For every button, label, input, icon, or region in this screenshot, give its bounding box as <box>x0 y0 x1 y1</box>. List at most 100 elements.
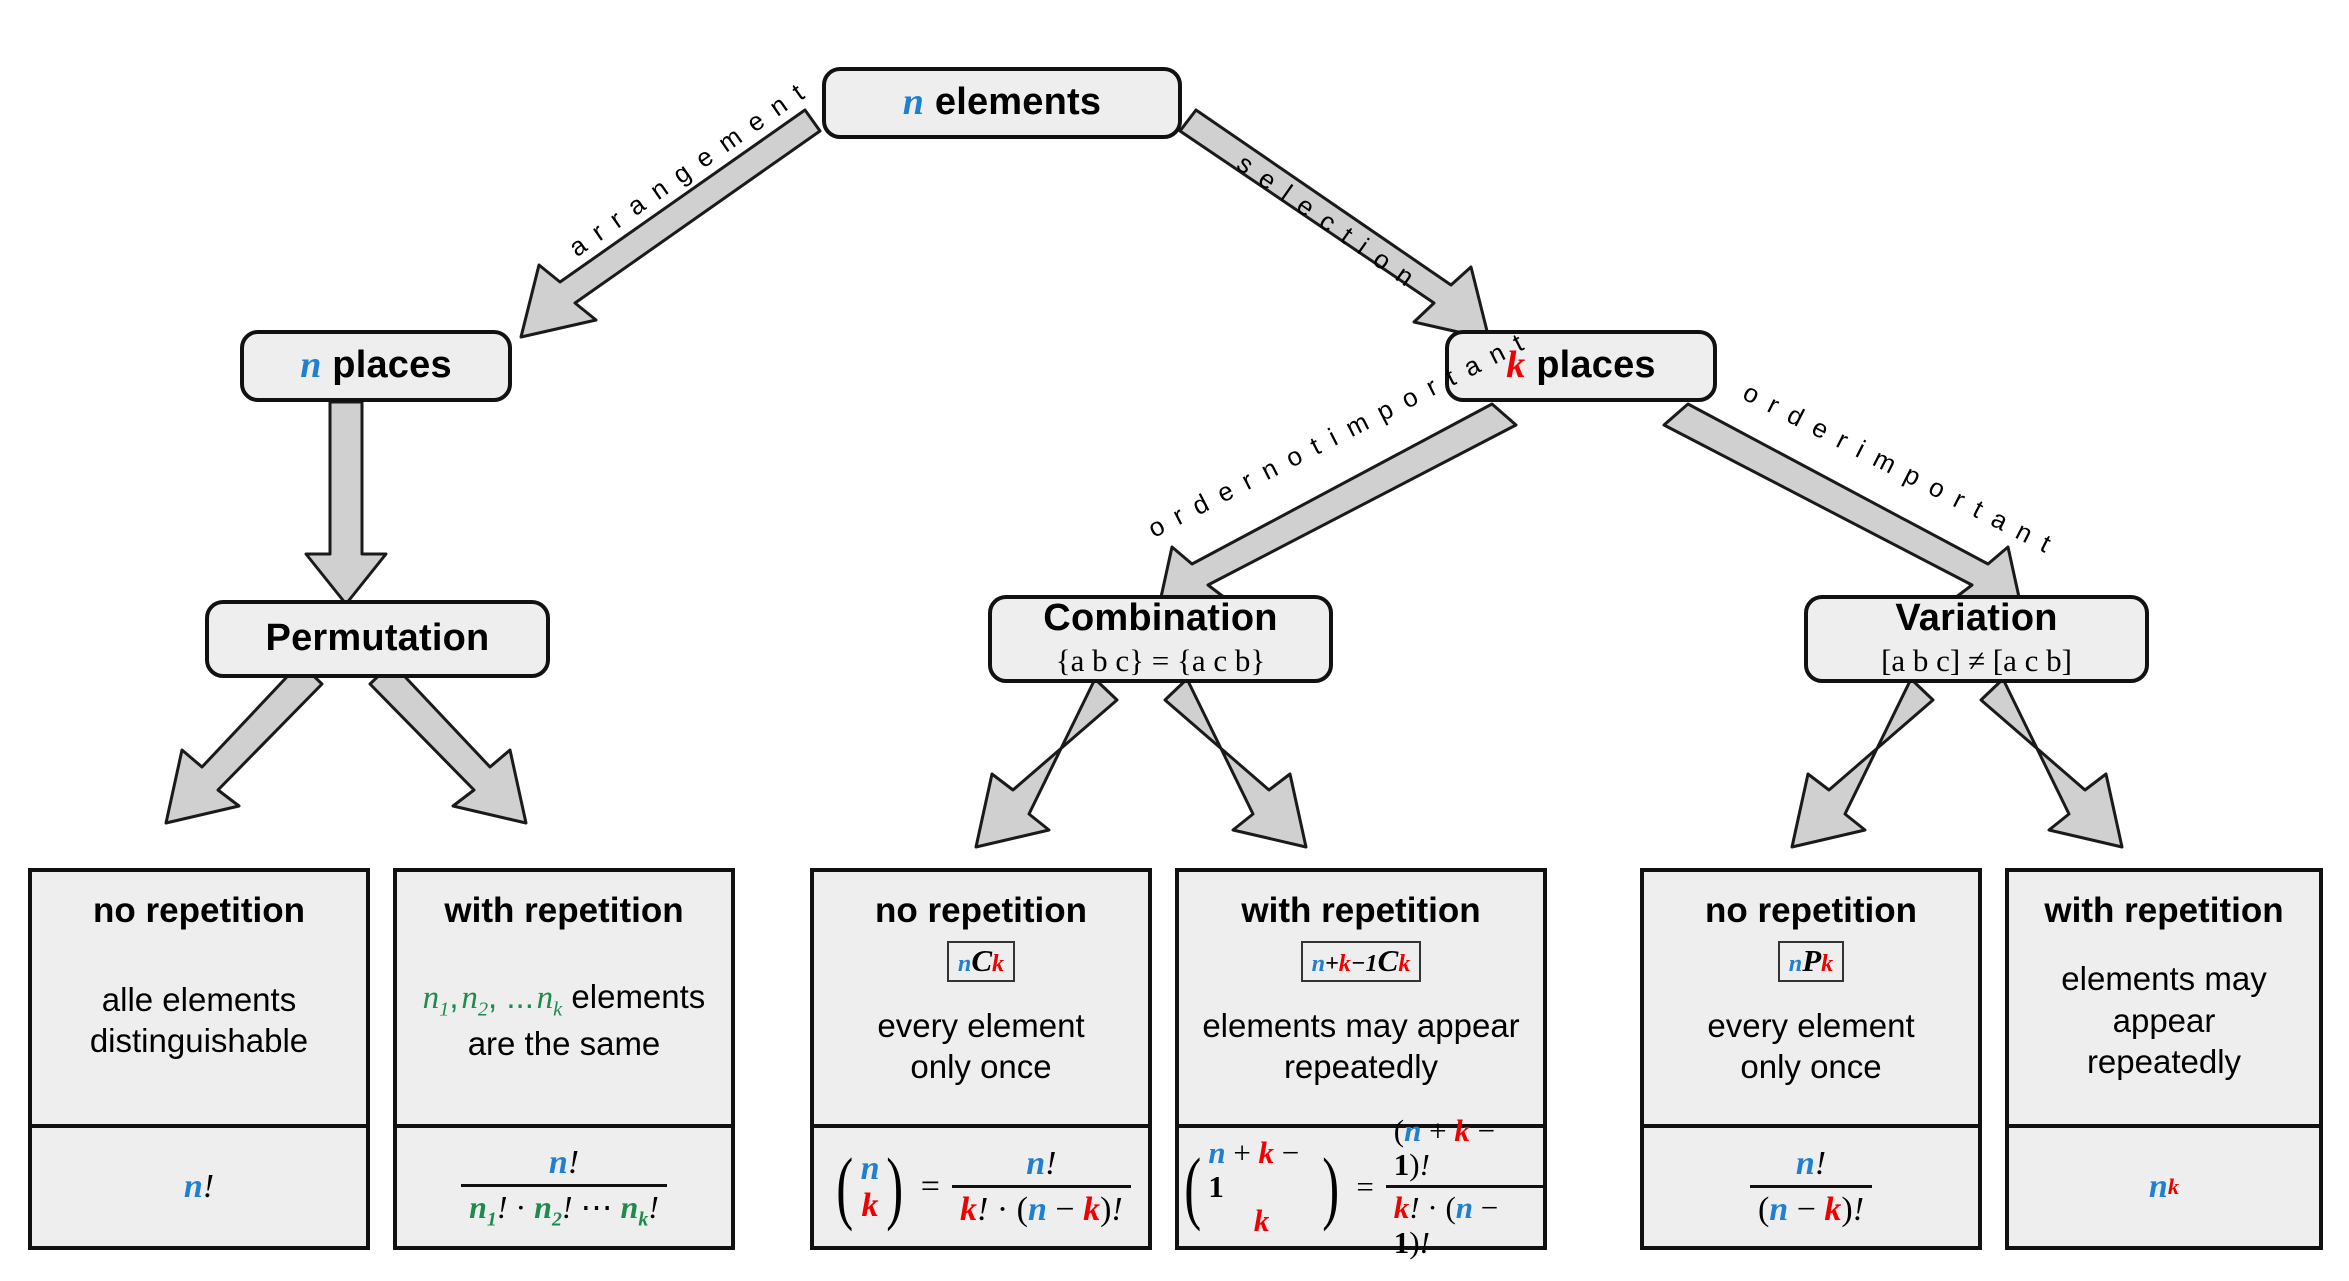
symbol-k: k <box>1506 344 1526 387</box>
fraction-denominator: k! · (n − 1)! <box>1385 1185 1543 1260</box>
binomial-coefficient: ( n + k − 1 k ) <box>1184 1134 1340 1239</box>
symbol-k-exponent: k <box>2167 1174 2180 1199</box>
leaf-top: no repetition nCk every element only onc… <box>814 872 1148 1124</box>
symbol-sub-k: k <box>553 998 563 1021</box>
leaf-card-permutation-with-repetition[interactable]: with repetition n1, n2, ... nk elements … <box>393 868 735 1250</box>
fraction-numerator: n! <box>1026 1144 1057 1182</box>
node-n-elements-text: elements <box>924 81 1102 124</box>
leaf-top: with repetition elements may appear repe… <box>2009 872 2319 1124</box>
leaf-description: n1, n2, ... nk elements are the same <box>397 976 731 1078</box>
leaf-formula: n! n1! · n2! ⋯ nk! <box>397 1124 731 1246</box>
symbol-n2: n <box>461 980 478 1017</box>
edge-label-order-not-important: o r d e r n o t i m p o r t a n t <box>1142 326 1531 544</box>
symbol-sub-1: 1 <box>439 998 450 1021</box>
edge-label-order-important: o r d e r i m p o r t a n t <box>1738 376 2059 560</box>
fraction-numerator: (n + k − 1)! <box>1393 1112 1496 1183</box>
fraction-numerator: n! <box>1795 1144 1827 1182</box>
symbol-n1: n <box>422 980 440 1017</box>
leaf-desc-line-2: only once <box>910 1047 1052 1085</box>
fraction: n! k! · (n − k)! <box>951 1144 1131 1229</box>
fraction: n! n1! · n2! ⋯ nk! <box>461 1144 667 1231</box>
symbol-n: n <box>183 1168 203 1205</box>
leaf-description: elements may appear repeatedly <box>2009 958 2319 1096</box>
leaf-desc-line-1: every element <box>1707 1006 1915 1044</box>
node-n-elements[interactable]: n elements <box>822 67 1182 139</box>
leaf-description: elements may appear repeatedly <box>1179 1005 1543 1102</box>
leaf-desc-line-2: distinguishable <box>89 1022 309 1060</box>
symbol-nk: n <box>536 980 554 1017</box>
equals-sign: = <box>920 1168 940 1205</box>
leaf-top: no repetition alle elements distinguisha… <box>32 872 366 1124</box>
leaf-description: alle elements distinguishable <box>32 979 366 1076</box>
leaf-desc-line-1: elements may appear <box>1202 1006 1520 1044</box>
leaf-card-permutation-no-repetition[interactable]: no repetition alle elements distinguisha… <box>28 868 370 1250</box>
node-variation[interactable]: Variation [a b c] ≠ [a c b] <box>1804 595 2149 683</box>
node-permutation-title: Permutation <box>265 617 490 660</box>
leaf-desc-line-1: elements may appear <box>2061 960 2267 1039</box>
node-permutation[interactable]: Permutation <box>205 600 550 678</box>
node-k-places-text: places <box>1525 344 1656 387</box>
leaf-desc-line-2: only once <box>1740 1047 1882 1085</box>
node-k-places-label: k places <box>1506 344 1656 387</box>
equals-sign: = <box>1356 1169 1374 1204</box>
leaf-header: no repetition <box>1705 891 1917 930</box>
leaf-header: with repetition <box>2044 891 2284 930</box>
fraction-denominator: (n − k)! <box>1749 1185 1873 1229</box>
node-variation-title: Variation <box>1895 597 2058 640</box>
arrow-combination-to-leaf-4 <box>1163 677 1308 849</box>
leaf-desc-line-1: n1, n2, ... nk elements <box>422 978 706 1021</box>
right-paren: ) <box>1322 1141 1340 1233</box>
leaf-card-combination-no-repetition[interactable]: no repetition nCk every element only onc… <box>810 868 1152 1250</box>
arrow-variation-to-leaf-5 <box>1790 677 1935 849</box>
node-k-places[interactable]: k places <box>1445 330 1717 402</box>
fraction-denominator: k! · (n − k)! <box>951 1185 1131 1229</box>
leaf-top: no repetition nPk every element only onc… <box>1644 872 1978 1124</box>
arrow-n-places-to-permutation <box>304 400 388 606</box>
leaf-card-combination-with-repetition[interactable]: with repetition n+k−1Ck elements may app… <box>1175 868 1547 1260</box>
leaf-card-variation-no-repetition[interactable]: no repetition nPk every element only onc… <box>1640 868 1982 1250</box>
leaf-desc-line-2: repeatedly <box>1283 1047 1439 1085</box>
node-variation-subtitle: [a b c] ≠ [a c b] <box>1881 643 2072 679</box>
leaf-header: with repetition <box>444 891 684 930</box>
arrow-permutation-to-leaf-1 <box>164 661 324 825</box>
leaf-desc-line-1: every element <box>877 1006 1085 1044</box>
edge-label-selection: s e l e c t i o n <box>1231 147 1423 294</box>
symbol-n: n <box>902 81 925 124</box>
fraction: n! (n − k)! <box>1749 1144 1873 1229</box>
node-n-places[interactable]: n places <box>240 330 512 402</box>
binomial-coefficient: ( n k ) <box>836 1141 904 1233</box>
fraction-numerator: n! <box>548 1143 580 1181</box>
fraction-denominator: n1! · n2! ⋯ nk! <box>461 1183 667 1231</box>
node-combination-title: Combination <box>1043 597 1278 640</box>
leaf-desc-line-2: are the same <box>467 1025 661 1063</box>
arrow-combination-to-leaf-3 <box>974 677 1119 849</box>
leaf-notation-nPk: nPk <box>1777 940 1845 982</box>
leaf-description: every element only once <box>814 1005 1148 1102</box>
leaf-formula: n! (n − k)! <box>1644 1124 1978 1246</box>
right-paren: ) <box>886 1141 904 1233</box>
left-paren: ( <box>836 1141 854 1233</box>
leaf-header: with repetition <box>1241 891 1481 930</box>
arrow-permutation-to-leaf-2 <box>368 661 528 825</box>
leaf-formula: n! <box>32 1124 366 1246</box>
node-combination-subtitle: {a b c} = {a c b} <box>1055 643 1266 679</box>
leaf-header: no repetition <box>93 891 305 930</box>
leaf-header: no repetition <box>875 891 1087 930</box>
leaf-notation-npkm1Ck: n+k−1Ck <box>1300 940 1422 982</box>
leaf-card-variation-with-repetition[interactable]: with repetition elements may appear repe… <box>2005 868 2323 1250</box>
leaf-notation-nCk: nCk <box>946 940 1016 982</box>
symbol-n: n <box>300 344 322 387</box>
leaf-top: with repetition n1, n2, ... nk elements … <box>397 872 731 1124</box>
arrow-variation-to-leaf-6 <box>1979 677 2124 849</box>
leaf-formula: ( n k ) = n! k! · (n − k)! <box>814 1124 1148 1246</box>
node-n-elements-label: n elements <box>902 81 1102 124</box>
fraction: (n + k − 1)! k! · (n − 1)! <box>1385 1112 1543 1261</box>
leaf-top: with repetition n+k−1Ck elements may app… <box>1179 872 1543 1124</box>
node-n-places-text: places <box>321 344 452 387</box>
arrow-root-to-n-places <box>519 108 822 339</box>
node-combination[interactable]: Combination {a b c} = {a c b} <box>988 595 1333 683</box>
leaf-formula: ( n + k − 1 k ) = (n + k − 1)! k! · (n −… <box>1179 1113 1543 1260</box>
edge-label-arrangement: a r r a n g e m e n t <box>563 75 812 263</box>
